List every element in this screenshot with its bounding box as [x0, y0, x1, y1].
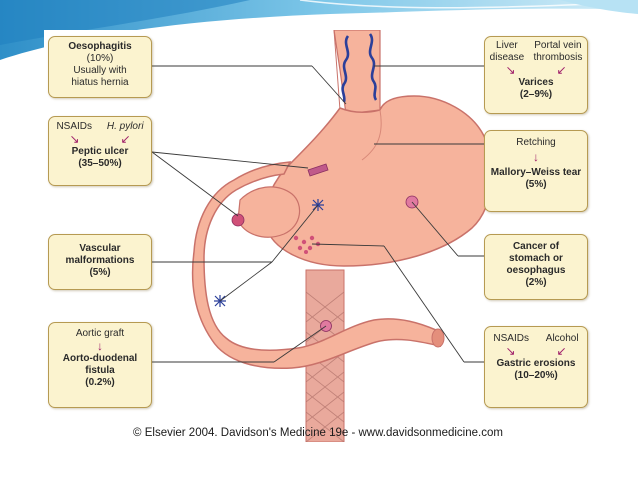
- arrow-down-right-icon: ↘: [505, 344, 516, 358]
- peptic-ulcer-title: Peptic ulcer: [71, 146, 129, 157]
- arrow-down-right-icon: ↘: [505, 63, 516, 77]
- arrow-down-icon: ↓: [97, 339, 103, 353]
- aorto-percentage: (0.2%): [85, 377, 115, 388]
- oesophagitis-box: Oesophagitis (10%) Usually with hiatus h…: [48, 36, 152, 98]
- varices-cause2-line2: thrombosis: [533, 52, 583, 63]
- mallory-weiss-tear-mark: [307, 163, 329, 177]
- cancer-percentage: (2%): [525, 277, 547, 288]
- aorto-title-line2: fistula: [85, 365, 115, 376]
- varices-causes: Liver disease Portal vein thrombosis: [485, 40, 587, 64]
- aorto-cause-aortic-graft: Aortic graft: [75, 328, 125, 339]
- oesophagitis-note-line2: hiatus hernia: [71, 77, 129, 88]
- mallory-weiss-box: Retching ↓ Mallory–Weiss tear (5%): [484, 130, 588, 212]
- peptic-ulcer-cause-nsaids: NSAIDs: [56, 121, 92, 132]
- varices-cause-portal-vein-thrombosis: Portal vein thrombosis: [533, 40, 582, 64]
- varices-cause2-line1: Portal vein: [534, 40, 582, 51]
- varices-percentage: (2–9%): [519, 89, 553, 100]
- peptic-ulcer-percentage: (35–50%): [78, 158, 122, 169]
- cancer-title-line2: stomach or: [509, 253, 563, 264]
- oesophagitis-note-line1: Usually with: [73, 65, 127, 76]
- arrow-down-left-icon: ↙: [556, 63, 567, 77]
- varices-title: Varices: [518, 77, 554, 88]
- erosions-arrows: ↘ ↙: [485, 345, 587, 358]
- peptic-ulcer-box: NSAIDs H. pylori ↘ ↙ Peptic ulcer (35–50…: [48, 116, 152, 186]
- gi-tract-illustration: [151, 30, 493, 442]
- leader-lines: [151, 65, 484, 363]
- mallory-title: Mallory–Weiss tear: [490, 167, 582, 178]
- varices-cause1-line1: Liver: [496, 40, 518, 51]
- peptic-ulcer-lesion: [231, 213, 245, 227]
- arrow-down-right-icon: ↘: [69, 132, 80, 146]
- gastric-erosions-box: NSAIDs Alcohol ↘ ↙ Gastric erosions (10–…: [484, 326, 588, 408]
- diagram-panel: Oesophagitis (10%) Usually with hiatus h…: [44, 30, 592, 442]
- mallory-cause-retching: Retching: [516, 137, 556, 148]
- peptic-ulcer-causes: NSAIDs H. pylori: [49, 121, 151, 133]
- vascular-malformations-box: Vascular malformations (5%): [48, 234, 152, 290]
- aorto-title-line1: Aorto-duodenal: [62, 353, 138, 364]
- stomach: [264, 95, 493, 267]
- cancer-box: Cancer of stomach or oesophagus (2%): [484, 234, 588, 300]
- oesophagitis-title: Oesophagitis: [68, 41, 132, 52]
- mallory-percentage: (5%): [525, 179, 547, 190]
- arrow-down-icon: ↓: [533, 150, 539, 164]
- erosions-cause-nsaids: NSAIDs: [493, 333, 529, 344]
- varices-cause1-line2: disease: [489, 52, 525, 63]
- pylorus: [237, 186, 301, 238]
- arrow-down-left-icon: ↙: [120, 132, 131, 146]
- lesser-curvature-fold: [361, 109, 382, 161]
- varices-vessels: [341, 33, 378, 103]
- varices-cause-liver-disease: Liver disease: [490, 40, 524, 64]
- oesophagitis-percentage: (10%): [86, 53, 114, 64]
- peptic-ulcer-arrows: ↘ ↙: [49, 133, 151, 146]
- cancer-title-line1: Cancer of: [512, 241, 560, 252]
- vascular-percentage: (5%): [89, 267, 111, 278]
- aorto-duodenal-fistula-box: Aortic graft ↓ Aorto-duodenal fistula (0…: [48, 322, 152, 408]
- erosions-cause-alcohol: Alcohol: [545, 333, 579, 344]
- copyright-caption: © Elsevier 2004. Davidson's Medicine 19e…: [133, 427, 503, 439]
- peptic-ulcer-cause-h-pylori: H. pylori: [106, 121, 144, 132]
- cancer-title-line3: oesophagus: [506, 265, 566, 276]
- jejunum-cut-end: [431, 328, 445, 348]
- erosions-title: Gastric erosions: [496, 358, 576, 369]
- varices-box: Liver disease Portal vein thrombosis ↘ ↙…: [484, 36, 588, 114]
- gastric-erosions-dots: [293, 235, 321, 254]
- varices-arrows: ↘ ↙: [485, 64, 587, 77]
- vascular-title-line1: Vascular: [79, 243, 121, 254]
- arrow-down-left-icon: ↙: [556, 344, 567, 358]
- vascular-title-line2: malformations: [65, 255, 135, 266]
- erosions-causes: NSAIDs Alcohol: [485, 333, 587, 345]
- erosions-percentage: (10–20%): [514, 370, 558, 381]
